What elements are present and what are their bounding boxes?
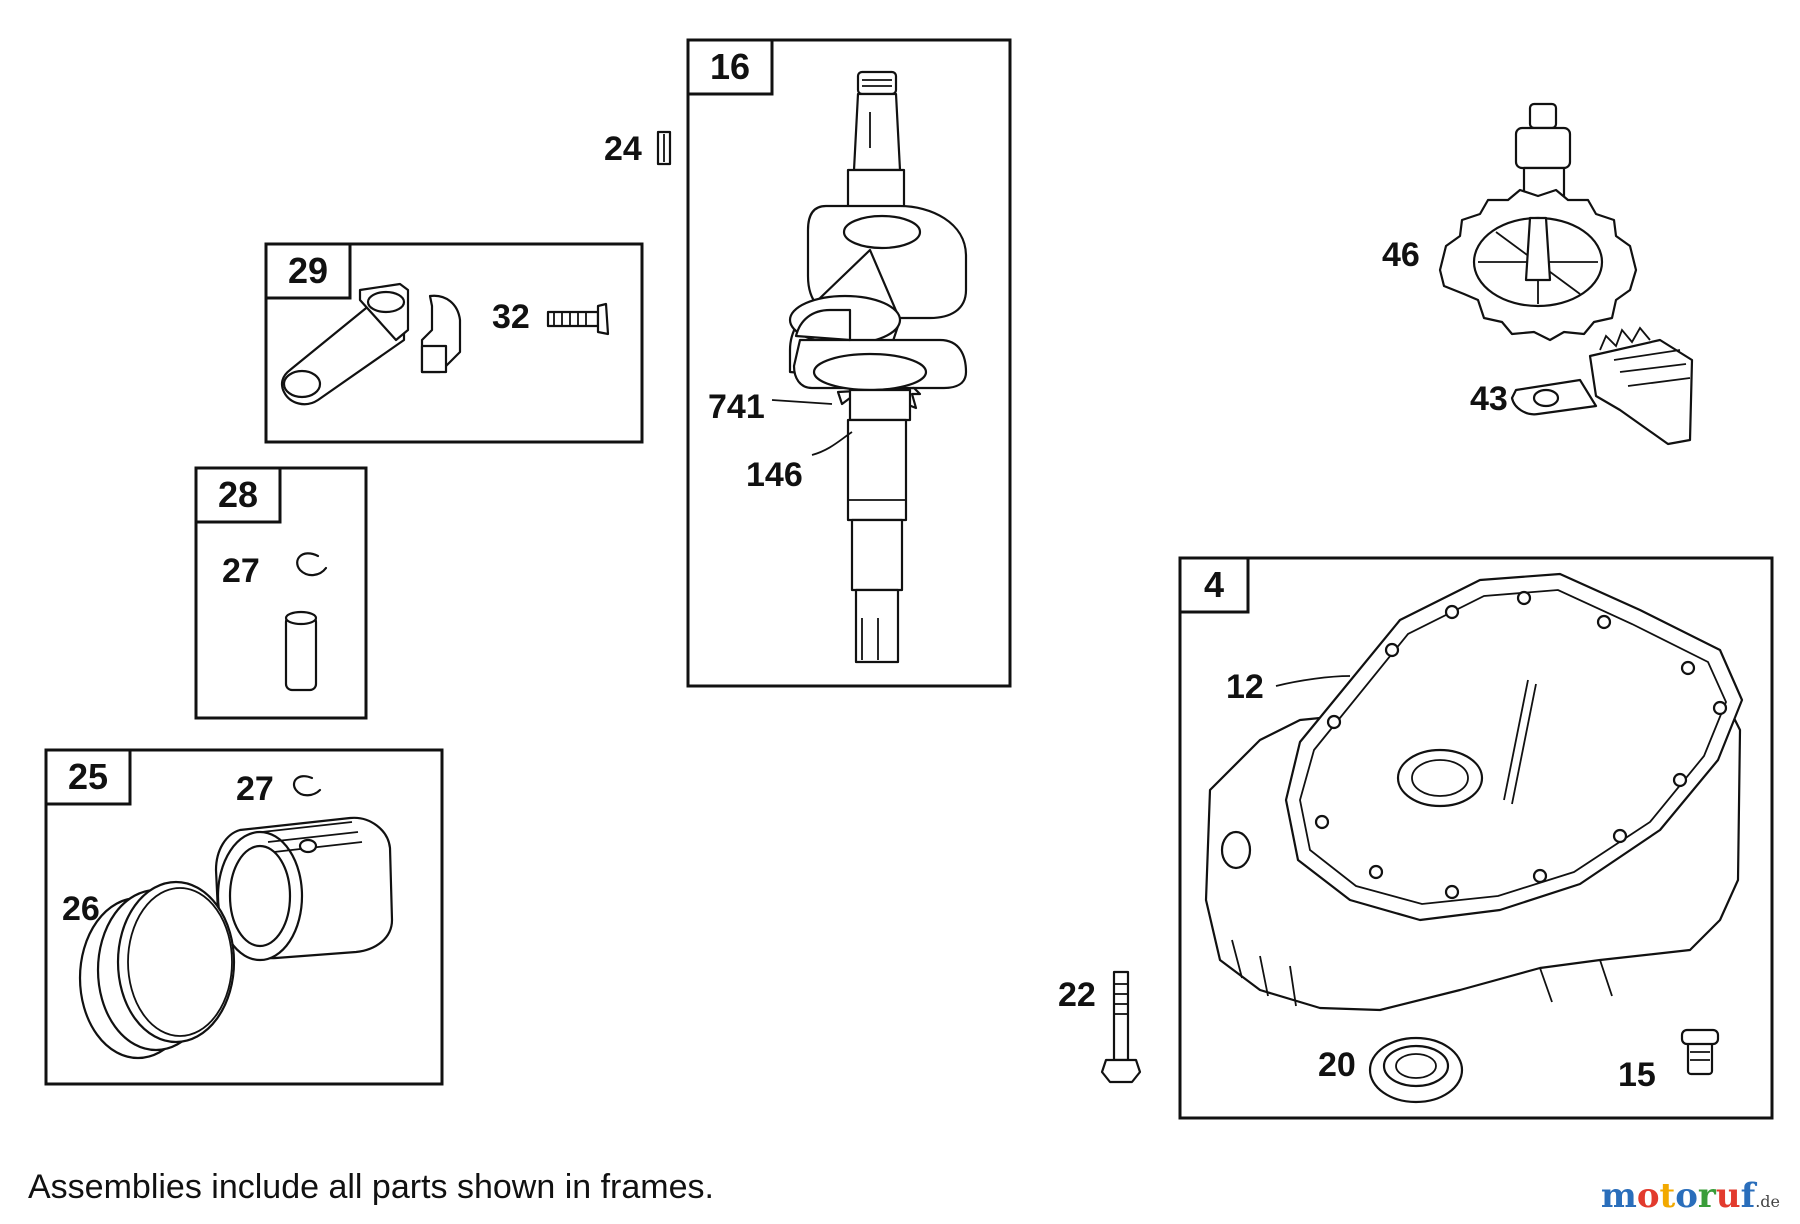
watermark-letter: o: [1675, 1176, 1698, 1216]
watermark-letter: f: [1740, 1176, 1756, 1216]
watermark-letter: t: [1659, 1176, 1676, 1216]
frame-label-16: 16: [710, 46, 750, 87]
sump-illustration: [1204, 572, 1744, 1012]
callout-741: 741: [708, 388, 765, 426]
cam-gear-illustration: [1438, 102, 1638, 342]
part-46-cam-gear: 46: [1382, 102, 1638, 342]
callout-27-piston: 27: [236, 770, 274, 808]
governor-illustration: [1510, 326, 1694, 446]
callout-26: 26: [62, 890, 100, 928]
frame-sump: 4: [1178, 556, 1774, 1120]
callout-12: 12: [1226, 668, 1264, 706]
callout-32: 32: [492, 298, 530, 336]
callout-15: 15: [1618, 1056, 1656, 1094]
crankshaft-illustration: [788, 70, 968, 664]
frame-label-4: 4: [1204, 564, 1224, 605]
callout-46: 46: [1382, 236, 1420, 274]
callout-24: 24: [604, 130, 642, 168]
watermark-logo: motoruf.de: [1601, 1176, 1780, 1216]
watermark-letter: m: [1600, 1176, 1637, 1216]
callout-146: 146: [746, 456, 803, 494]
part-24-key: 24: [604, 130, 672, 168]
watermark-suffix: .de: [1755, 1192, 1780, 1211]
piston-illustration: [214, 816, 394, 962]
frame-label-28: 28: [218, 474, 258, 515]
watermark-letter: o: [1636, 1176, 1660, 1216]
frame-label-29: 29: [288, 250, 328, 291]
frame-piston-pin: 28 27: [194, 466, 368, 720]
frame-label-25: 25: [68, 756, 108, 797]
callout-43: 43: [1470, 380, 1508, 418]
footnote: Assemblies include all parts shown in fr…: [28, 1168, 714, 1206]
frame-connecting-rod: 29 32: [264, 242, 644, 444]
callout-20: 20: [1318, 1046, 1356, 1084]
watermark-letter: r: [1697, 1176, 1716, 1216]
watermark-text: motoruf: [1601, 1176, 1755, 1216]
part-22-bolt: 22: [1058, 970, 1142, 1084]
callout-27-pin: 27: [222, 552, 260, 590]
frame-crankshaft: 16: [686, 38, 1012, 688]
frame-piston: 25 27 26: [44, 748, 444, 1086]
part-20-oil-seal: 20: [1318, 1036, 1464, 1104]
part-43-governor: 43: [1470, 326, 1694, 446]
part-15-drain-plug: 15: [1618, 1028, 1720, 1094]
part-32-bolt: [546, 302, 610, 336]
piston-rings-illustration: [78, 880, 236, 1060]
callout-22: 22: [1058, 976, 1096, 1014]
piston-pin-illustration: [284, 610, 318, 692]
connecting-rod-illustration: [280, 282, 462, 406]
watermark-letter: u: [1715, 1176, 1741, 1216]
